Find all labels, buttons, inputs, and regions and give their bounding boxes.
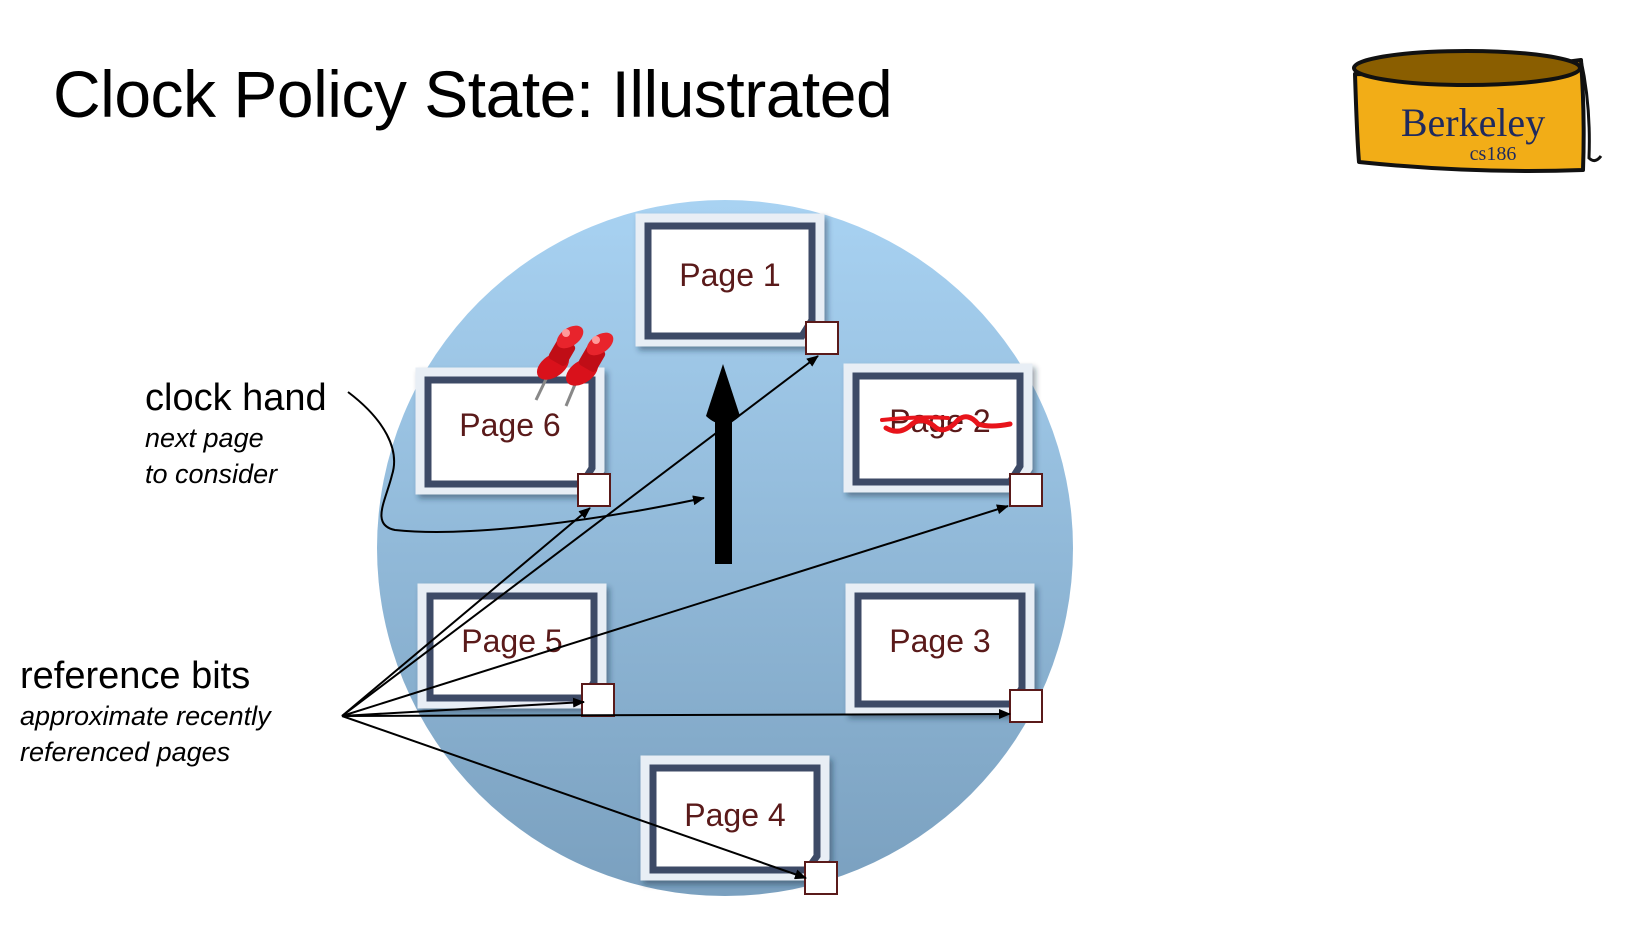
page-card-3: Page 3 xyxy=(845,583,1043,723)
page-2-strikethrough xyxy=(883,414,1013,434)
reference-bits-line2: referenced pages xyxy=(20,737,231,767)
logo-name: Berkeley xyxy=(1401,100,1545,145)
clock-hand xyxy=(706,364,740,564)
slide-title: Clock Policy State: Illustrated xyxy=(53,57,893,131)
clock-hand-line1: next page xyxy=(145,423,264,453)
page-4-label: Page 4 xyxy=(684,797,785,833)
page-card-4: Page 4 xyxy=(640,755,838,895)
push-pin-icon xyxy=(564,332,614,407)
page-5-label: Page 5 xyxy=(461,623,562,659)
page-3-reference-bit[interactable] xyxy=(1009,689,1043,723)
page-card-6: Page 6 xyxy=(415,367,611,507)
page-1-label: Page 1 xyxy=(679,257,780,293)
clock-hand-line2: to consider xyxy=(145,459,278,489)
push-pin-icon xyxy=(534,325,584,401)
reference-bits-line1: approximate recently xyxy=(20,701,271,731)
page-6-reference-bit[interactable] xyxy=(577,473,611,507)
reference-bit-arrows xyxy=(341,355,1011,880)
page-card-1: Page 1 xyxy=(635,213,839,355)
page-5-reference-bit[interactable] xyxy=(581,683,615,717)
page-6-label: Page 6 xyxy=(459,407,560,443)
clock-hand-annotation: clock hand next page to consider xyxy=(145,376,327,492)
reference-bits-title: reference bits xyxy=(20,655,251,697)
page-card-5: Page 5 xyxy=(417,583,615,717)
page-4-reference-bit[interactable] xyxy=(804,861,838,895)
berkeley-logo: Berkeley cs186 xyxy=(1352,49,1603,173)
page-1-reference-bit[interactable] xyxy=(805,321,839,355)
page-2-reference-bit[interactable] xyxy=(1009,473,1043,507)
clock-hand-title: clock hand xyxy=(145,377,327,419)
page-card-2: Page 2 xyxy=(843,363,1043,507)
page-3-label: Page 3 xyxy=(889,623,990,659)
reference-bits-annotation: reference bits approximate recently refe… xyxy=(20,654,271,770)
logo-course: cs186 xyxy=(1470,143,1517,165)
